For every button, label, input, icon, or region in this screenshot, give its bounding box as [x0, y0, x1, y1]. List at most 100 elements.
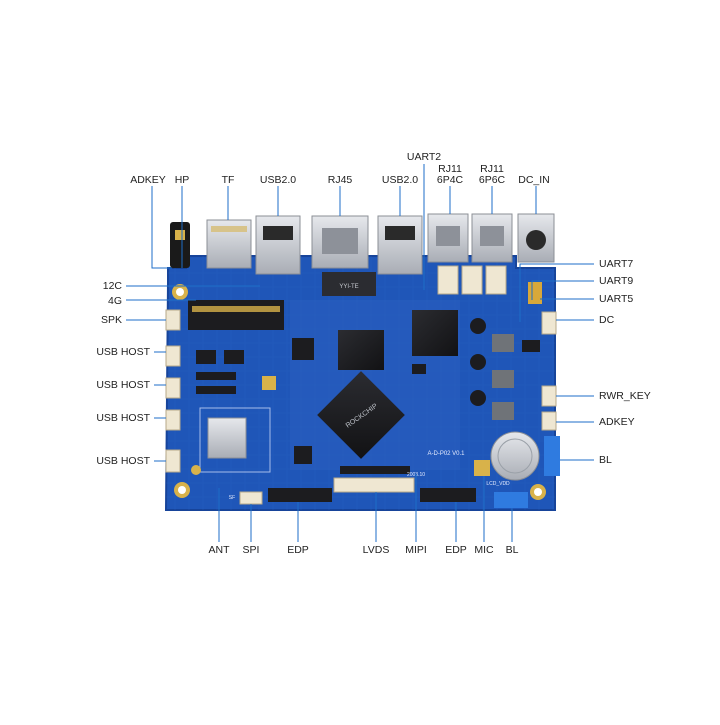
spk-connector	[165, 309, 181, 331]
leader-uart7	[519, 263, 594, 322]
top-connectors	[170, 213, 555, 275]
mini-pcie-body	[188, 300, 284, 330]
wifi-module-outline	[199, 407, 271, 473]
dc-connector	[541, 311, 557, 335]
emmc-chip	[412, 310, 458, 356]
label-mipi: MIPI	[405, 544, 427, 556]
right-connectors	[541, 311, 560, 476]
label-rj11-a-2: 6P4C	[436, 174, 464, 186]
capacitor	[470, 390, 486, 406]
capacitor	[470, 318, 486, 334]
small-ic	[294, 446, 312, 464]
label-edp-left: EDP	[287, 544, 309, 556]
tf-slot-contact	[211, 226, 247, 232]
usb-host-connector	[165, 449, 181, 473]
dc-in-barrel	[526, 230, 546, 250]
label-adkey-top: ADKEY	[130, 174, 166, 186]
soc: ROCKCHIP	[317, 371, 405, 459]
small-ic	[196, 386, 236, 394]
label-bl-bottom: BL	[505, 544, 519, 556]
left-components	[196, 338, 314, 464]
memory-chips	[338, 310, 458, 374]
label-uart9: UART9	[599, 275, 634, 287]
mount-hole-center	[178, 486, 186, 494]
label-usb-host-1: USB HOST	[96, 346, 150, 358]
small-ic	[292, 338, 314, 360]
small-ic	[522, 340, 540, 352]
label-usb-host-3: USB HOST	[96, 412, 150, 424]
crystal	[262, 376, 276, 390]
board-model-text: A-D-P02 V0.1	[427, 451, 465, 457]
inductor	[492, 402, 514, 420]
left-connectors	[165, 309, 181, 473]
label-usb-host-4: USB HOST	[96, 455, 150, 467]
small-ic	[224, 350, 244, 364]
soc-chip	[317, 371, 405, 459]
label-usb-left: USB2.0	[259, 174, 297, 186]
label-mic: MIC	[474, 544, 494, 556]
top-module: YYI-TE	[322, 272, 376, 296]
uart-header	[485, 265, 507, 295]
label-adkey-right: ADKEY	[599, 416, 635, 428]
label-lvds: LVDS	[362, 544, 390, 556]
label-rj11-b-2: 6P6C	[478, 174, 506, 186]
label-rj11-b-1: RJ11	[480, 163, 504, 175]
hp-jack	[170, 222, 190, 268]
label-uart5: UART5	[599, 293, 634, 305]
label-ant: ANT	[208, 544, 230, 556]
mini-pcie-contacts	[192, 306, 280, 312]
label-spk: SPK	[100, 314, 122, 326]
ram-chip	[338, 330, 384, 370]
label-edp-right: EDP	[445, 544, 467, 556]
small-ic	[196, 372, 236, 380]
usb-right-opening	[385, 226, 415, 240]
uart-header	[461, 265, 483, 295]
leader-adkey-top	[151, 186, 172, 269]
wifi-module-text: YYI-TE	[339, 284, 358, 290]
top-module-body	[322, 272, 376, 296]
label-usb-right: USB2.0	[381, 174, 419, 186]
label-rj45: RJ45	[327, 174, 353, 186]
uart-header-gold	[528, 282, 542, 304]
edp-left-header	[268, 488, 332, 502]
lcd-vdd-text: LCD_VDD	[486, 481, 510, 487]
mini-pcie-slot	[188, 300, 284, 330]
bl-terminal	[544, 436, 560, 476]
inductor	[492, 334, 514, 352]
label-tf: TF	[221, 174, 235, 186]
mount-hole-center	[176, 288, 184, 296]
inductor	[492, 370, 514, 388]
wifi-module	[191, 407, 271, 475]
mount-hole-center	[534, 488, 542, 496]
label-dc-in: DC_IN	[518, 174, 550, 186]
usb-host-connector	[165, 377, 181, 399]
small-ic	[412, 364, 426, 374]
adkey-connector	[541, 411, 557, 431]
rj45-opening	[322, 228, 358, 254]
label-4g: 4G	[107, 295, 122, 307]
leader-uart9	[531, 280, 594, 300]
spi-connector	[239, 491, 263, 505]
usb-left-opening	[263, 226, 293, 240]
small-ic	[196, 350, 216, 364]
usb-host-connector	[165, 409, 181, 431]
usb-host-connector	[165, 345, 181, 367]
hp-jack-contact	[175, 230, 185, 240]
label-usb-host-2: USB HOST	[96, 379, 150, 391]
coin-cell	[474, 431, 540, 481]
label-hp: HP	[174, 174, 190, 186]
pwr-key-connector	[541, 385, 557, 407]
label-bl-right: BL	[599, 454, 612, 466]
label-i2c: 12C	[102, 280, 122, 292]
sf-text: SF	[229, 495, 235, 501]
usb-right-port	[377, 215, 423, 275]
coin-cell-ring	[497, 438, 533, 474]
usb-left-port	[255, 215, 301, 275]
rj11-a-opening	[436, 226, 460, 246]
uart-headers	[437, 265, 542, 304]
label-spi: SPI	[242, 544, 260, 556]
leader-lines	[126, 164, 594, 542]
capacitor	[470, 354, 486, 370]
lvds-connector	[333, 477, 415, 493]
